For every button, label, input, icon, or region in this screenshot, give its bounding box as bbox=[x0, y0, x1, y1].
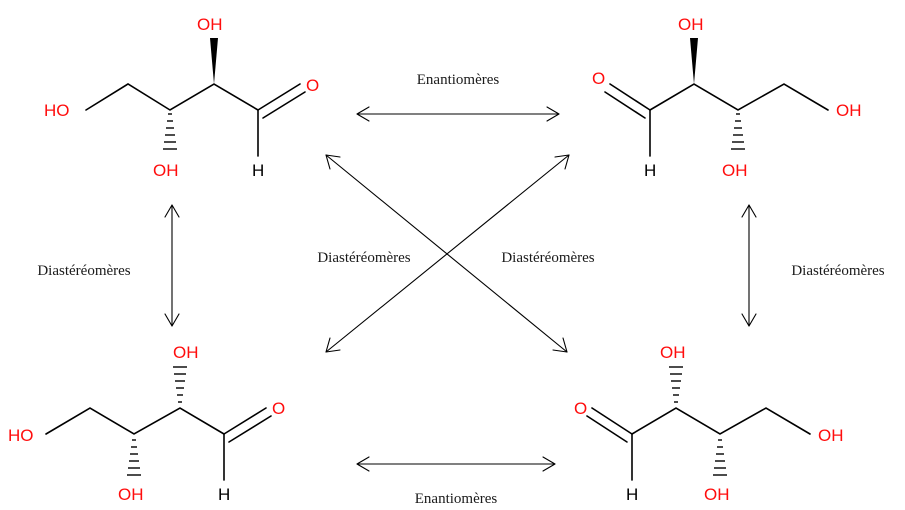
atom-label-oh: OH bbox=[197, 15, 223, 34]
label-enantiomers-top: Enantiomères bbox=[417, 72, 500, 88]
hash-bond bbox=[669, 366, 683, 403]
label-diastereomers-center-left: Diastéréomères bbox=[317, 250, 410, 266]
atom-label-oh: OH bbox=[173, 343, 199, 362]
atom-label-oh: OH bbox=[660, 343, 686, 362]
label-diastereomers-right: Diastéréomères bbox=[791, 263, 884, 279]
diastereomer-arrow-diagonal-2 bbox=[325, 154, 570, 353]
carbonyl-bond bbox=[591, 407, 633, 435]
diastereomer-arrow-left bbox=[164, 204, 180, 327]
carbonyl-bond-2 bbox=[604, 91, 646, 119]
label-diastereomers-left: Diastéréomères bbox=[37, 263, 130, 279]
carbonyl-bond bbox=[257, 83, 301, 111]
carbonyl-bond-2 bbox=[586, 415, 628, 443]
hash-bond bbox=[173, 366, 187, 403]
atom-label-oh: OH bbox=[818, 426, 844, 445]
carbonyl-bond bbox=[609, 83, 651, 111]
carbonyl-bond-2 bbox=[262, 91, 306, 119]
hash-bond bbox=[731, 113, 745, 150]
atom-label-o: O bbox=[306, 76, 319, 95]
atom-label-h: H bbox=[218, 485, 230, 504]
atom-label-oh: OH bbox=[153, 161, 179, 180]
carbonyl-bond-2 bbox=[228, 415, 272, 443]
label-enantiomers-bottom: Enantiomères bbox=[415, 491, 498, 507]
molecule-bottom-right: OH OH OH O H bbox=[574, 343, 844, 504]
atom-label-h: H bbox=[252, 161, 264, 180]
molecule-bottom-left: HO OH OH O H bbox=[8, 343, 285, 504]
enantiomer-arrow-top bbox=[356, 106, 560, 122]
atom-label-ho: HO bbox=[8, 426, 34, 445]
molecule-top-right: OH OH OH O H bbox=[592, 15, 862, 180]
atom-label-oh: OH bbox=[678, 15, 704, 34]
hash-bond bbox=[163, 113, 177, 150]
enantiomer-arrow-bottom bbox=[356, 456, 556, 472]
atom-label-oh: OH bbox=[118, 485, 144, 504]
wedge-bond bbox=[210, 38, 218, 84]
chain-bond bbox=[631, 407, 811, 435]
wedge-bond bbox=[690, 38, 698, 84]
label-diastereomers-center-right: Diastéréomères bbox=[501, 250, 594, 266]
chain-bond bbox=[45, 407, 225, 435]
atom-label-h: H bbox=[626, 485, 638, 504]
atom-label-h: H bbox=[644, 161, 656, 180]
atom-label-o: O bbox=[592, 69, 605, 88]
atom-label-oh: OH bbox=[722, 161, 748, 180]
diastereomer-arrow-right bbox=[741, 204, 757, 327]
diastereomer-arrow-diagonal-1 bbox=[325, 154, 568, 353]
hash-bond bbox=[127, 439, 141, 476]
atom-label-oh: OH bbox=[704, 485, 730, 504]
molecule-top-left: HO OH OH O H bbox=[44, 15, 319, 180]
atom-label-ho: HO bbox=[44, 101, 70, 120]
carbonyl-bond bbox=[223, 407, 267, 435]
hash-bond bbox=[713, 439, 727, 476]
atom-label-o: O bbox=[574, 399, 587, 418]
chain-bond bbox=[85, 83, 259, 111]
atom-label-oh: OH bbox=[836, 101, 862, 120]
chain-bond bbox=[649, 83, 829, 111]
atom-label-o: O bbox=[272, 399, 285, 418]
